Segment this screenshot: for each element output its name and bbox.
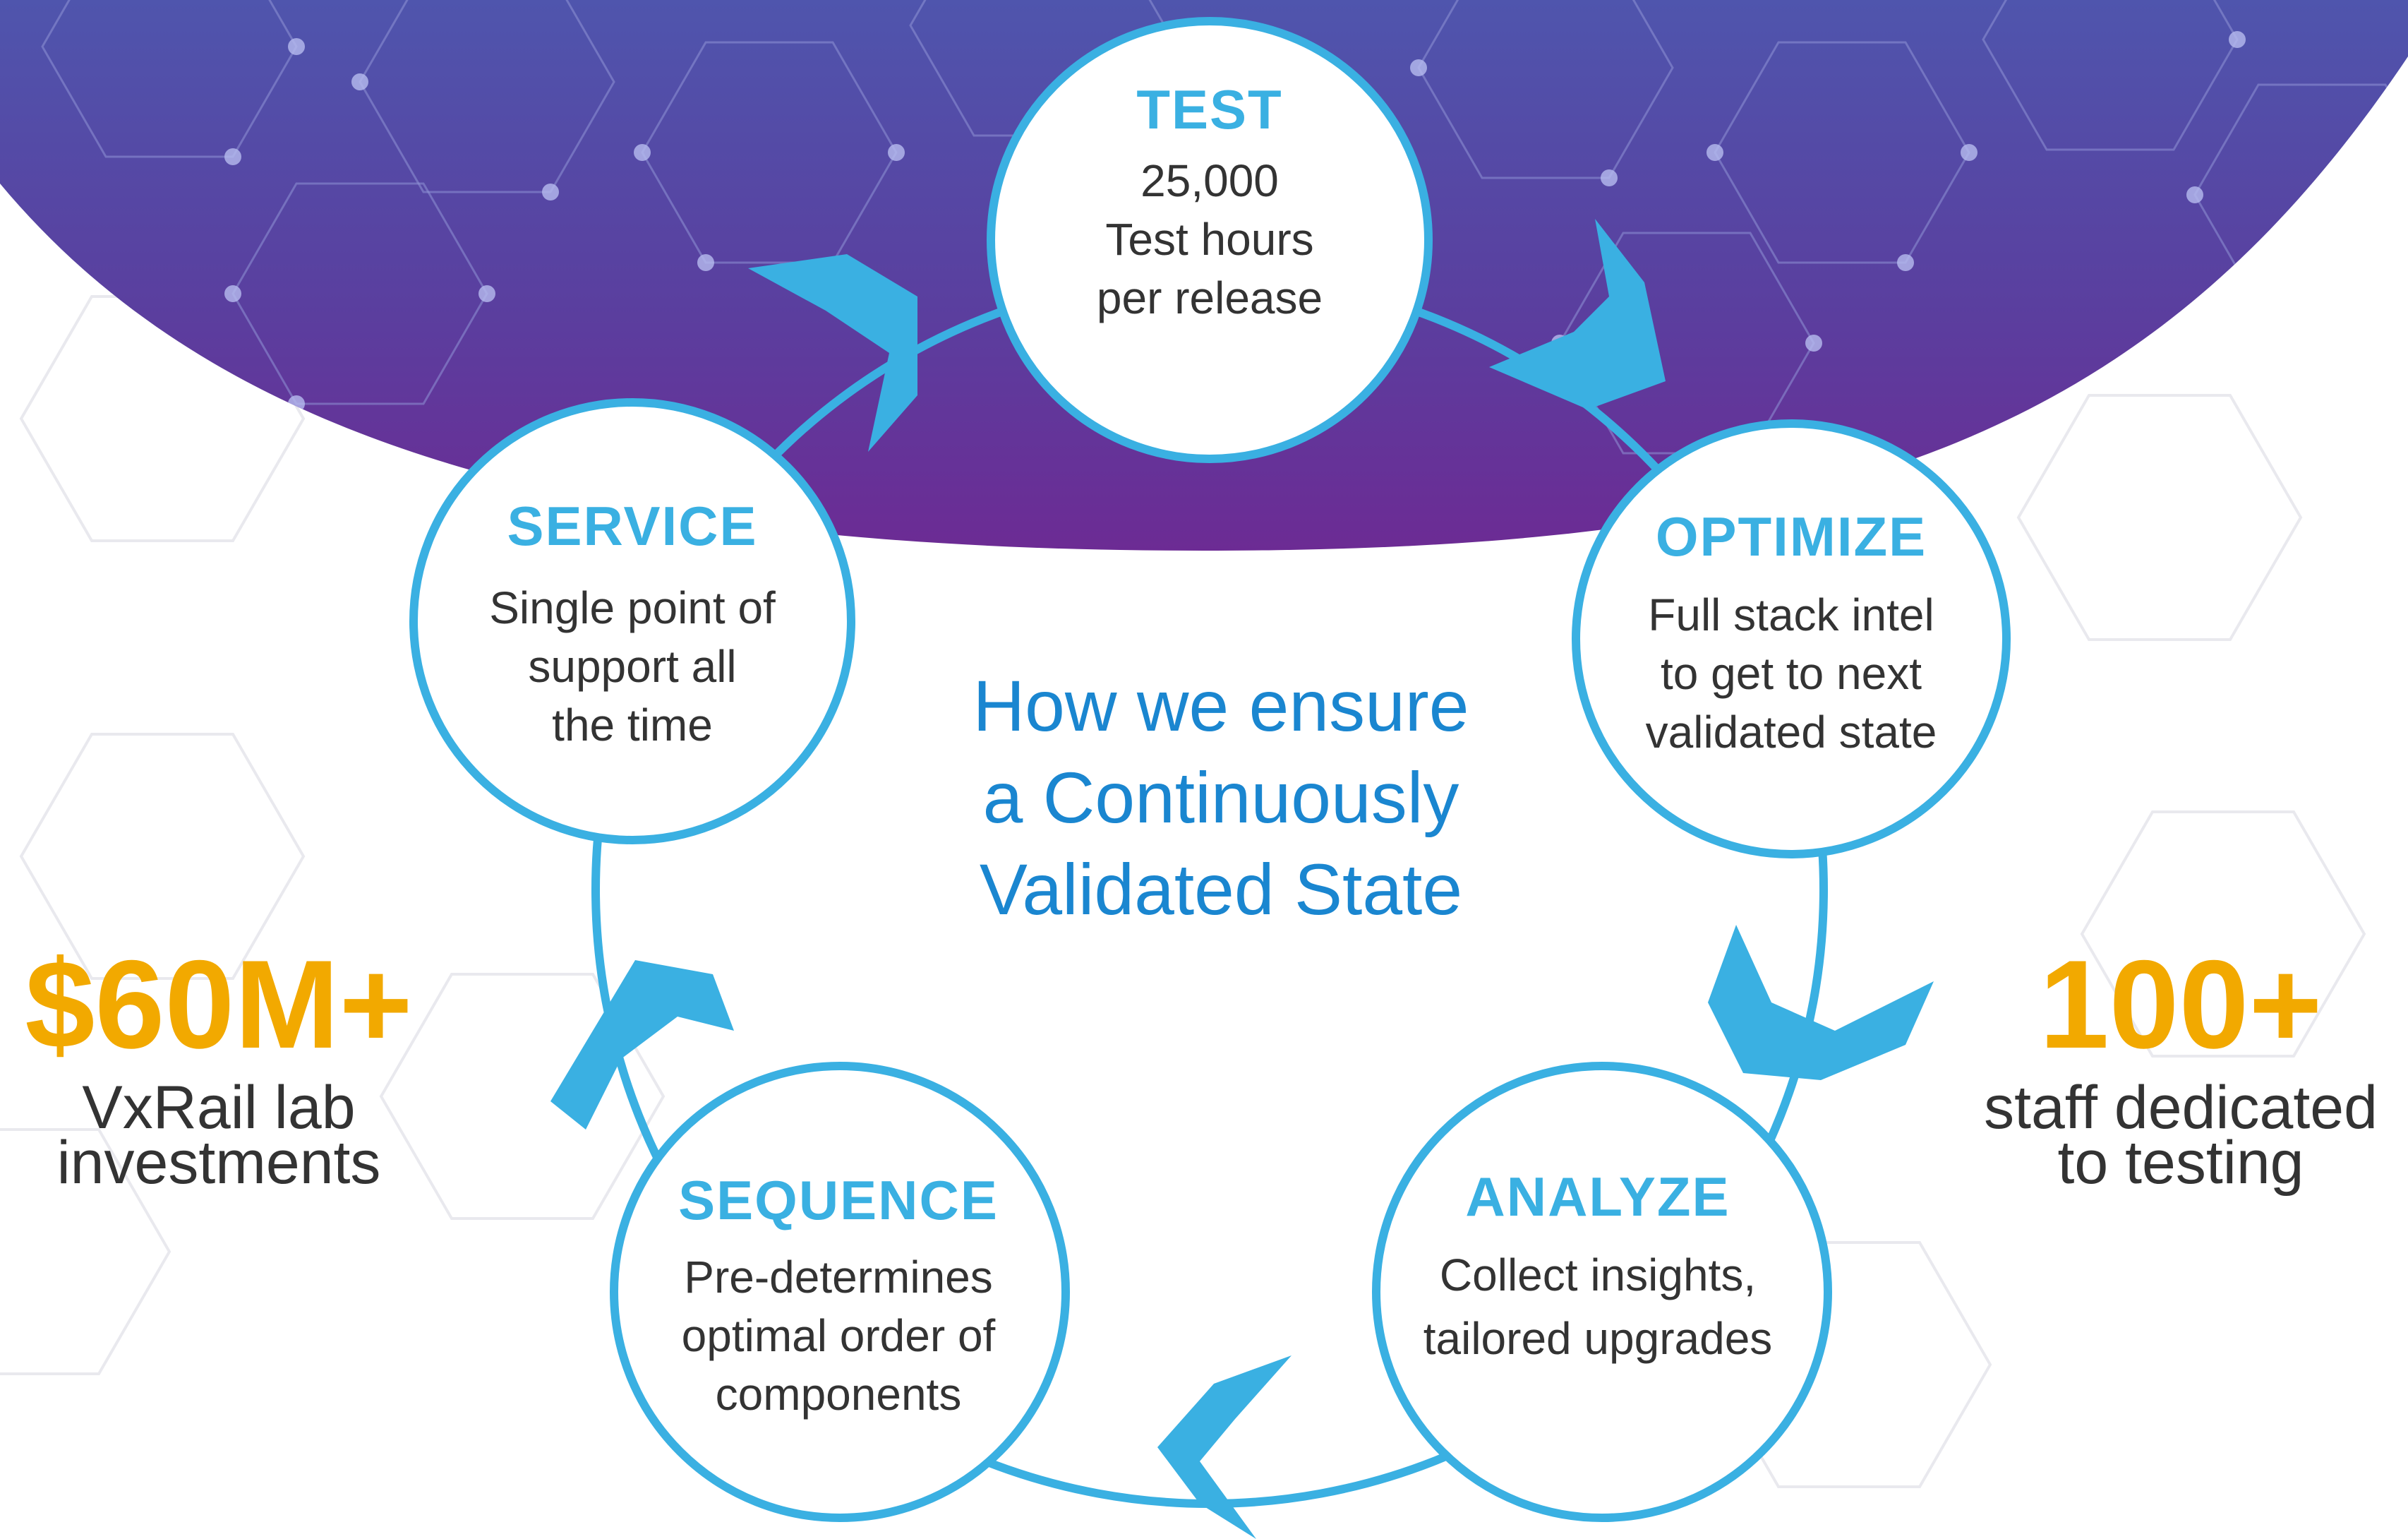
arrow-optimize-to-analyze — [1708, 925, 1934, 1080]
stat-right-value: 100+ — [2039, 934, 2323, 1074]
node-test-line-1: 25,000 — [1140, 155, 1279, 206]
node-analyze-line-1: Collect insights, — [1439, 1250, 1757, 1300]
node-optimize-line-2: to get to next — [1660, 648, 1922, 699]
node-optimize-line-3: validated state — [1645, 707, 1937, 757]
stat-left-label-2: investments — [56, 1129, 381, 1197]
node-analyze-title: ANALYZE — [1465, 1166, 1730, 1228]
node-test-circle — [987, 17, 1433, 463]
cycle-arrows — [550, 219, 1934, 1539]
node-optimize-title: OPTIMIZE — [1655, 505, 1927, 568]
node-analyze-circle — [1372, 1062, 1832, 1522]
stat-left-value: $60M+ — [25, 934, 413, 1074]
center-heading-line-1: How we ensure — [973, 666, 1469, 746]
node-optimize-line-1: Full stack intel — [1648, 589, 1934, 640]
node-optimize-circle — [1572, 419, 2011, 858]
node-service-line-1: Single point of — [489, 582, 776, 633]
arrow-sequence-to-service — [550, 960, 734, 1130]
node-sequence-line-1: Pre-determines — [684, 1252, 993, 1303]
node-test-line-2: Test hours — [1105, 214, 1314, 265]
center-heading-line-3: Validated State — [979, 849, 1463, 930]
center-heading-line-2: a Continuously — [982, 757, 1459, 838]
arrow-analyze-to-sequence — [1157, 1355, 1292, 1539]
node-service-line-2: support all — [528, 641, 737, 692]
node-service-line-3: the time — [552, 700, 713, 750]
node-service-title: SERVICE — [507, 495, 758, 557]
node-sequence-circle — [610, 1062, 1070, 1522]
node-test-title: TEST — [1136, 78, 1283, 140]
light-hex-pattern — [0, 295, 2366, 1488]
node-test-line-3: per release — [1096, 273, 1323, 323]
node-sequence-line-2: optimal order of — [681, 1310, 996, 1361]
node-sequence-line-3: components — [715, 1369, 962, 1420]
stat-left-label-1: VxRail lab — [82, 1074, 356, 1142]
node-service-circle — [409, 398, 855, 844]
node-sequence-title: SEQUENCE — [678, 1169, 999, 1231]
arrow-service-to-test — [748, 254, 917, 452]
stat-right-label-1: staff dedicated — [1984, 1074, 2378, 1142]
arrow-test-to-optimize — [1489, 219, 1666, 409]
node-analyze-line-2: tailored upgrades — [1423, 1313, 1773, 1364]
stat-right-label-2: to testing — [2057, 1129, 2304, 1197]
